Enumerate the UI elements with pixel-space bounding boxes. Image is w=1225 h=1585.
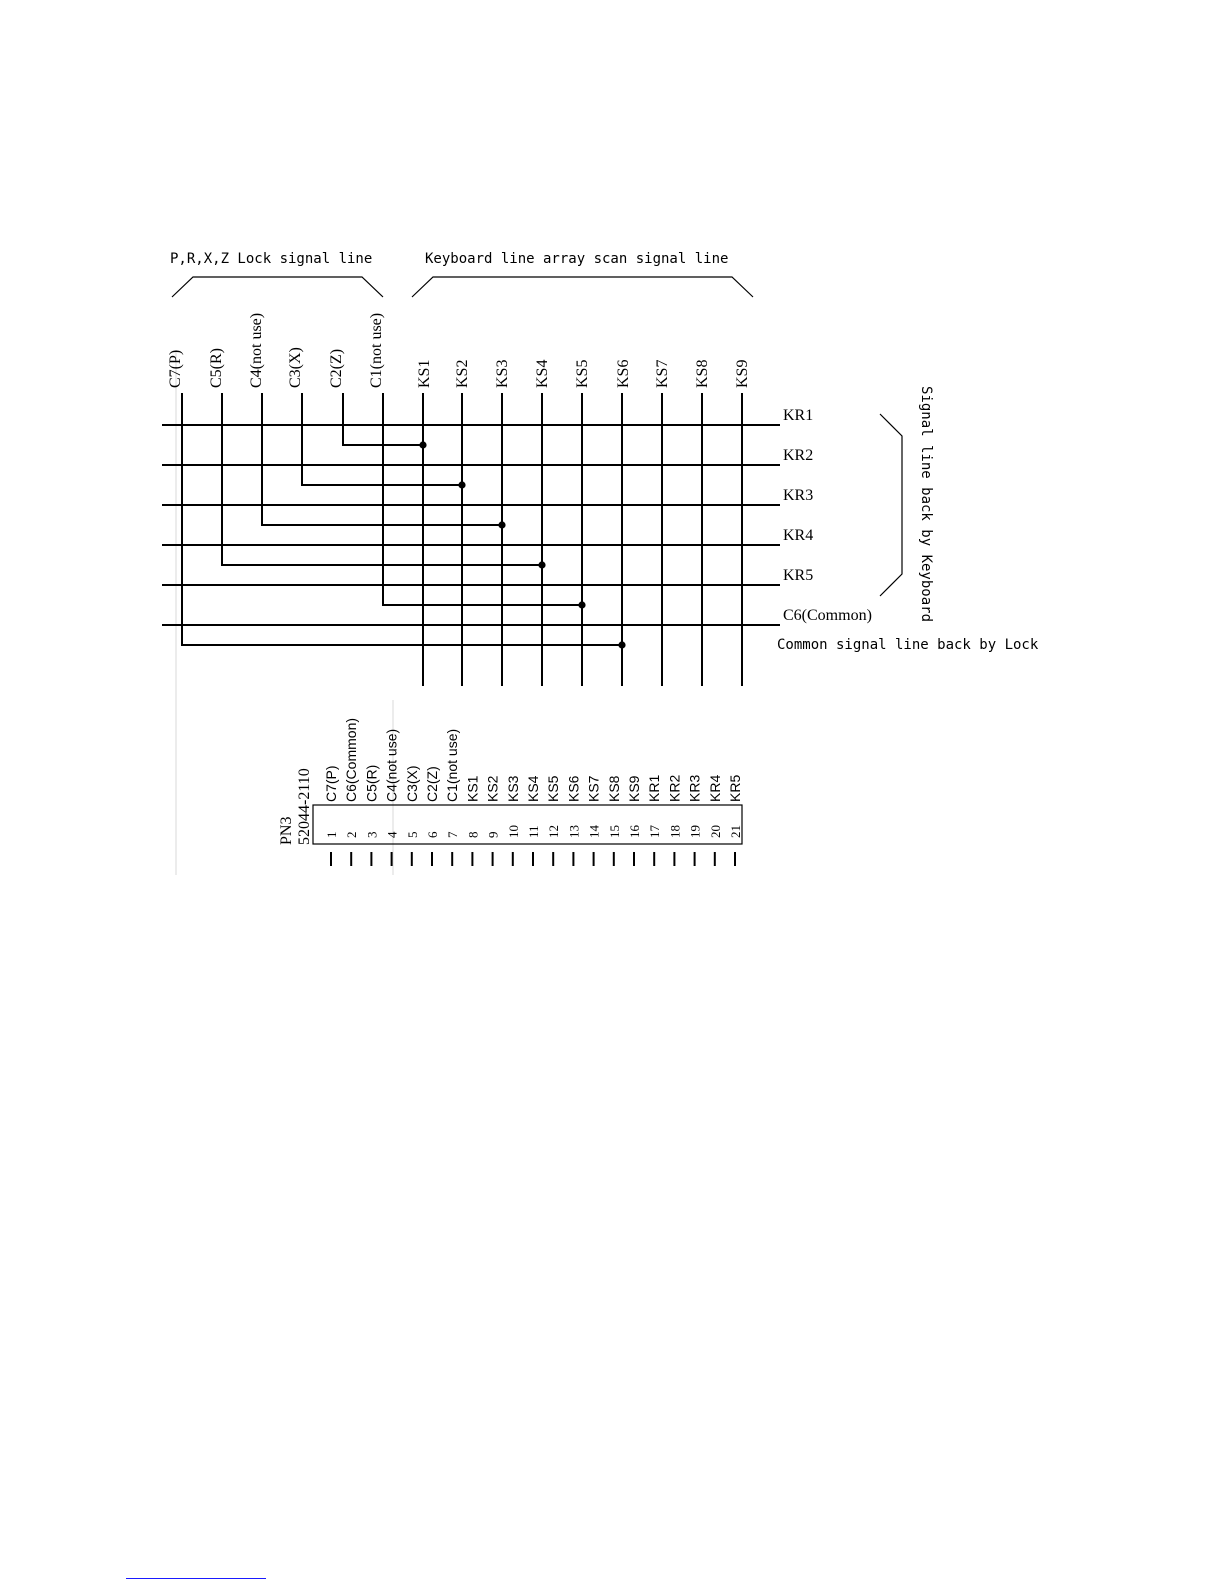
pin-number: 18: [667, 825, 682, 838]
column-label-ks6: KS6: [615, 360, 632, 388]
row-label-c6-common: C6(Common): [783, 607, 872, 624]
pin-number: 21: [728, 825, 743, 838]
column-label-ks3: KS3: [494, 360, 511, 388]
pin-label: C7(P): [323, 765, 339, 802]
side-label-keyboard-return: Signal line back by Keyboard: [918, 386, 934, 622]
junction-dot: [578, 601, 586, 609]
junction-dot: [538, 561, 546, 569]
junction-dot: [458, 481, 466, 489]
scan-column-labels: KS1 KS2 KS3 KS4 KS5 KS6 KS7 KS8 KS9: [416, 360, 751, 388]
pin-number: 9: [486, 832, 501, 839]
pin-number: 8: [465, 832, 480, 839]
pin-label: KR3: [687, 775, 703, 802]
pin-number: 10: [506, 825, 521, 838]
column-label-c1: C1(not use): [368, 313, 385, 388]
row-label-kr1: KR1: [783, 407, 813, 424]
row-label-kr3: KR3: [783, 487, 813, 504]
pin-number: 11: [526, 825, 541, 838]
pin-number: 4: [385, 831, 400, 838]
junction-dot: [419, 441, 427, 449]
pin-label: KS5: [545, 775, 561, 802]
connector-part-number: 52044-2110: [296, 768, 313, 845]
connector-pin-labels: C7(P)C6(Common)C5(R) C4(not use)C3(X)C2(Z…: [323, 718, 743, 802]
pin-number: 1: [324, 832, 339, 839]
junction-dot: [618, 641, 626, 649]
column-label-c7: C7(P): [167, 350, 184, 388]
pin-label: KS9: [626, 775, 642, 802]
wire-c7: [181, 393, 622, 646]
pin-label: KR5: [727, 775, 743, 802]
column-label-c5: C5(R): [208, 348, 225, 388]
pin-number: 5: [405, 832, 420, 839]
lock-wires: [181, 393, 622, 646]
pin-number: 14: [587, 825, 602, 839]
column-label-ks5: KS5: [574, 360, 591, 388]
junction-dots: [419, 441, 626, 649]
connector-body: [312, 804, 743, 845]
column-label-c4: C4(not use): [248, 313, 265, 388]
pin-label: C6(Common): [343, 718, 359, 802]
pin-number: 3: [364, 832, 379, 839]
column-label-ks1: KS1: [416, 360, 433, 388]
pin-label: KR4: [707, 775, 723, 802]
common-signal-note: Common signal line back by Lock: [777, 637, 1039, 653]
pin-number: 7: [445, 831, 460, 838]
row-labels: KR1 KR2 KR3 KR4 KR5 C6(Common): [783, 407, 872, 624]
pin-label: C5(R): [363, 765, 379, 802]
junction-dot: [498, 521, 506, 529]
pin-label: KS4: [525, 775, 541, 802]
footer-rule: [126, 1578, 266, 1579]
scan-group-bracket: [411, 276, 754, 298]
row-label-kr4: KR4: [783, 527, 813, 544]
pin-number: 15: [607, 825, 622, 838]
column-label-c3: C3(X): [287, 347, 304, 388]
scan-column-lines: [422, 393, 743, 686]
pin-label: KR2: [666, 775, 682, 802]
pin-label: C4(not use): [384, 729, 400, 802]
lock-column-labels: C7(P) C5(R) C4(not use) C3(X) C2(Z) C1(n…: [167, 313, 385, 388]
column-label-ks7: KS7: [654, 360, 671, 388]
pin-label: KS1: [464, 775, 480, 802]
wire-c4: [261, 393, 502, 526]
column-label-c2: C2(Z): [328, 349, 345, 388]
pin-number: 2: [344, 832, 359, 839]
column-label-ks8: KS8: [694, 360, 711, 388]
pin-label: KS2: [485, 775, 501, 802]
lock-group-header: P,R,X,Z Lock signal line: [170, 251, 372, 267]
pin-number: 12: [546, 825, 561, 838]
column-label-ks4: KS4: [534, 360, 551, 388]
row-label-kr2: KR2: [783, 447, 813, 464]
pin-number: 16: [627, 825, 642, 839]
pin-label: C3(X): [404, 765, 420, 802]
wire-c5: [221, 393, 542, 566]
pin-label: KS7: [586, 775, 602, 802]
keyboard-return-bracket: [879, 413, 903, 597]
lock-group-bracket: [171, 276, 384, 298]
scan-group-header: Keyboard line array scan signal line: [425, 251, 728, 267]
column-label-ks2: KS2: [454, 360, 471, 388]
connector-pin-leads: [330, 852, 736, 866]
pin-label: KS6: [565, 775, 581, 802]
wire-c3: [301, 393, 462, 486]
pin-number: 20: [708, 825, 723, 838]
row-lines: [162, 424, 780, 626]
pin-number: 17: [647, 825, 662, 839]
column-label-ks9: KS9: [734, 360, 751, 388]
pin-number: 6: [425, 831, 440, 838]
pin-label: KS8: [606, 775, 622, 802]
wire-c2: [342, 393, 423, 446]
pin-label: KS3: [505, 775, 521, 802]
pin-label: C1(not use): [444, 729, 460, 802]
pin-label: KR1: [646, 775, 662, 802]
pin-number: 19: [688, 825, 703, 838]
pin-number: 13: [566, 825, 581, 838]
pin-label: C2(Z): [424, 766, 440, 802]
row-label-kr5: KR5: [783, 567, 813, 584]
connector-name: PN3: [278, 817, 295, 845]
wire-c1: [382, 393, 582, 606]
